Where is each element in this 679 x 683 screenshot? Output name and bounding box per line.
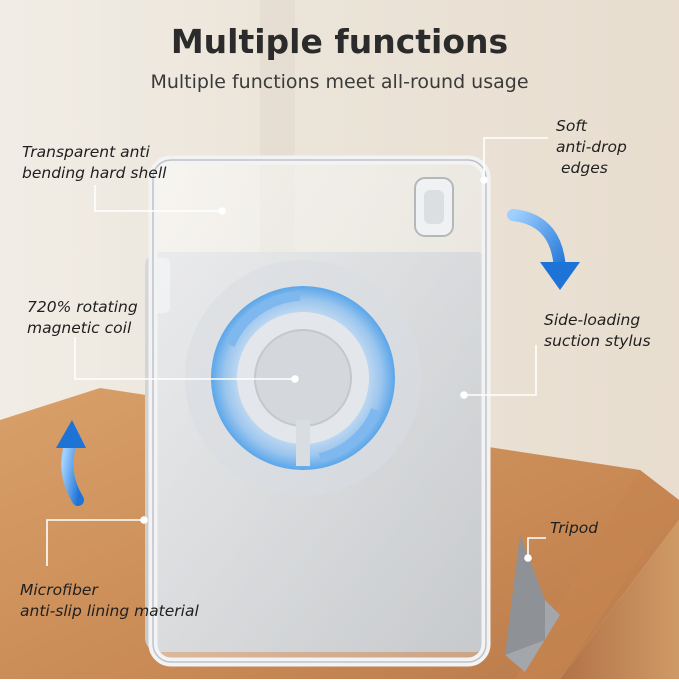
- page-subtitle: Multiple functions meet all-round usage: [150, 71, 529, 93]
- callout-lines: [46, 137, 548, 566]
- feature-label-coil: 720% rotating magnetic coil: [27, 298, 138, 337]
- feature-label-tripod: Tripod: [550, 519, 599, 537]
- feature-label-shell: Transparent anti bending hard shell: [22, 143, 167, 182]
- page-title: Multiple functions: [170, 22, 509, 61]
- feature-label-lining: Microfiber anti-slip lining material: [20, 581, 199, 620]
- feature-label-edges: Soft anti-drop edges: [556, 117, 627, 177]
- feature-label-stylus: Side-loading suction stylus: [544, 311, 651, 350]
- tripod-fold: [505, 535, 545, 655]
